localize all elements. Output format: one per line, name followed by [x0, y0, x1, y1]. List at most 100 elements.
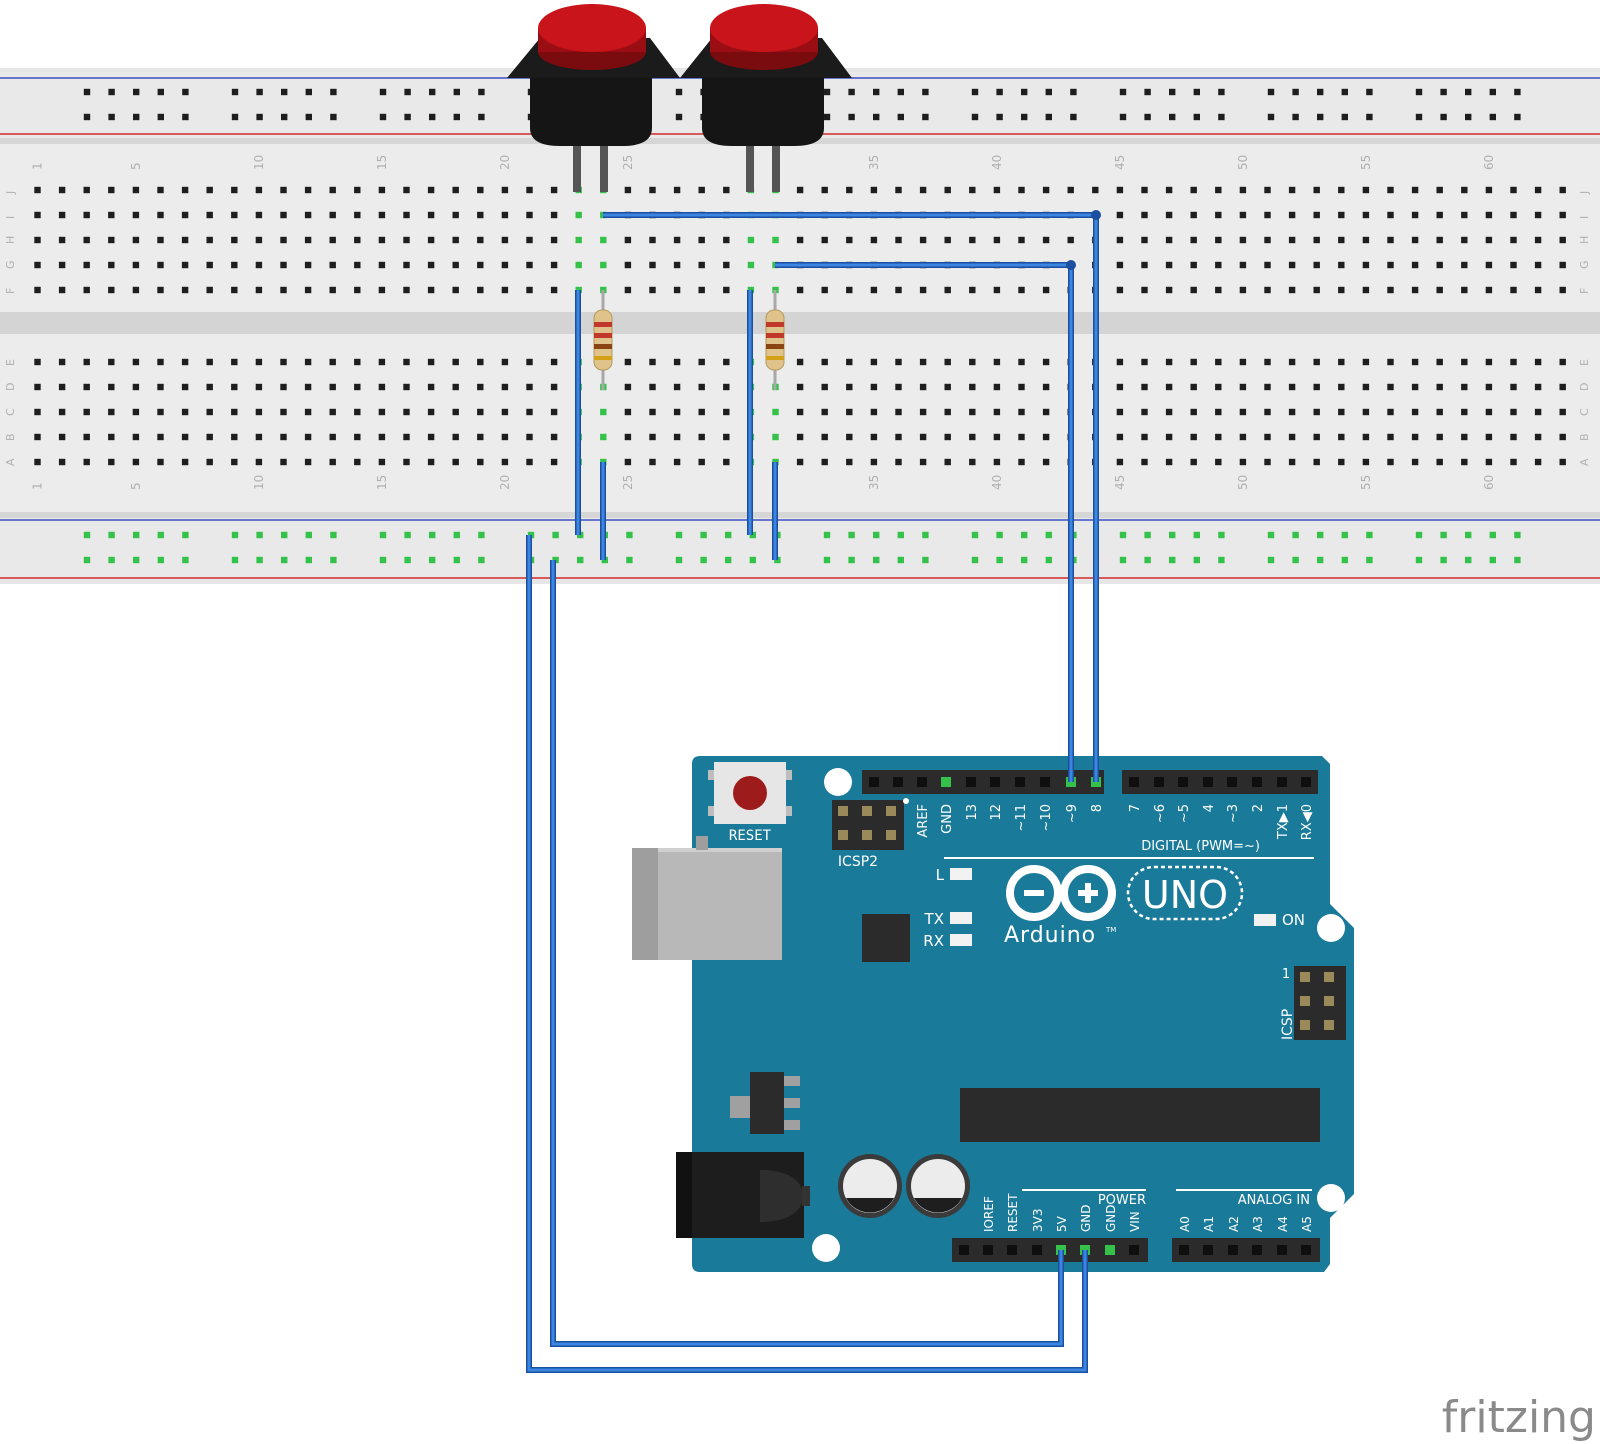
rail-hole	[1218, 556, 1225, 564]
breadboard-hole	[526, 286, 533, 294]
breadboard-hole	[181, 186, 189, 194]
breadboard-hole	[1485, 211, 1493, 219]
breadboard-hole	[329, 286, 336, 294]
led-tx	[950, 912, 972, 924]
breadboard-hole	[132, 458, 140, 466]
breadboard-hole	[1362, 358, 1370, 366]
breadboard-hole	[304, 433, 312, 441]
microcontroller-chip-icon	[960, 1088, 1320, 1142]
column-number: 10	[252, 475, 266, 490]
header-pin	[959, 1245, 969, 1255]
breadboard-hole	[231, 433, 238, 441]
breadboard-hole	[1387, 211, 1394, 219]
breadboard-hole	[526, 261, 533, 269]
breadboard-hole	[723, 458, 730, 466]
led-l	[950, 868, 972, 880]
breadboard-hole	[304, 383, 312, 391]
breadboard-hole	[1141, 458, 1148, 466]
breadboard-hole	[1313, 261, 1320, 269]
breadboard-hole	[698, 261, 705, 269]
breadboard-hole	[1362, 458, 1370, 466]
breadboard-hole	[870, 236, 878, 244]
breadboard-hole	[1042, 286, 1050, 294]
rail-hole	[256, 531, 263, 539]
breadboard-hole	[1313, 236, 1320, 244]
breadboard-hole	[1338, 358, 1345, 366]
breadboard-hole	[649, 433, 656, 441]
breadboard-hole	[1313, 358, 1320, 366]
rail-hole	[133, 531, 140, 539]
breadboard-hole	[1436, 408, 1443, 416]
breadboard-hole	[1362, 383, 1370, 391]
led-on-label: ON	[1282, 911, 1305, 929]
breadboard-hole	[1264, 383, 1271, 391]
pin-label: ~3	[1226, 804, 1241, 823]
rail-hole	[823, 531, 831, 539]
breadboard-hole	[452, 433, 459, 441]
rail-hole	[897, 556, 904, 564]
breadboard-hole	[427, 408, 435, 416]
row-letter: G	[4, 260, 17, 269]
breadboard-hole	[304, 211, 312, 219]
breadboard-hole	[255, 236, 263, 244]
breadboard-hole	[821, 408, 828, 416]
breadboard-hole	[83, 408, 90, 416]
breadboard-hole	[354, 433, 361, 441]
breadboard-hole	[1165, 236, 1173, 244]
breadboard-hole	[624, 433, 632, 441]
breadboard-hole	[1288, 286, 1296, 294]
breadboard-hole	[58, 433, 66, 441]
breadboard-hole	[1313, 186, 1320, 194]
rail-hole	[971, 88, 979, 96]
pin-label: A4	[1276, 1216, 1290, 1232]
header-pin	[1129, 1245, 1139, 1255]
rail-hole	[1144, 556, 1151, 564]
breadboard-hole	[1338, 211, 1345, 219]
rail-hole	[1366, 531, 1373, 539]
header-pin	[1277, 777, 1287, 787]
breadboard-hole	[1534, 186, 1542, 194]
row-letter: G	[1578, 260, 1591, 269]
rail-hole	[1021, 556, 1028, 564]
mount-hole-3	[1317, 1184, 1345, 1212]
breadboard-hole	[969, 458, 976, 466]
breadboard-hole	[969, 383, 976, 391]
breadboard-hole	[1461, 458, 1468, 466]
breadboard-hole	[772, 236, 779, 244]
breadboard-hole	[993, 383, 1001, 391]
rail-hole	[626, 556, 633, 564]
breadboard-hole	[427, 383, 435, 391]
breadboard-hole	[1239, 261, 1247, 269]
rail-hole	[157, 531, 164, 539]
breadboard-hole	[206, 358, 213, 366]
pin-label: GND	[940, 804, 955, 834]
rail-hole	[1415, 556, 1423, 564]
header-pin	[1301, 1245, 1311, 1255]
pin-label: ~10	[1039, 804, 1054, 831]
breadboard-hole	[1534, 408, 1542, 416]
breadboard-hole	[403, 211, 410, 219]
rail-hole	[1465, 88, 1472, 96]
breadboard-hole	[993, 286, 1001, 294]
pin-label: 2	[1251, 804, 1266, 812]
breadboard-hole	[1461, 383, 1468, 391]
icsp-label: ICSP	[1280, 1009, 1296, 1040]
breadboard-hole	[378, 186, 386, 194]
breadboard-hole	[1411, 286, 1419, 294]
breadboard-hole	[157, 458, 164, 466]
breadboard-hole	[944, 433, 951, 441]
breadboard-hole	[1190, 458, 1197, 466]
breadboard-hole	[255, 458, 263, 466]
breadboard-hole	[1387, 261, 1394, 269]
breadboard-hole	[132, 211, 140, 219]
breadboard-hole	[354, 261, 361, 269]
column-number: 50	[1236, 475, 1250, 490]
breadboard-hole	[919, 286, 927, 294]
breadboard-hole	[1239, 211, 1247, 219]
breadboard-hole	[1338, 286, 1345, 294]
breadboard-hole	[1141, 236, 1148, 244]
row-letter: B	[1578, 433, 1591, 441]
breadboard-hole	[329, 433, 336, 441]
breadboard-hole	[846, 458, 853, 466]
